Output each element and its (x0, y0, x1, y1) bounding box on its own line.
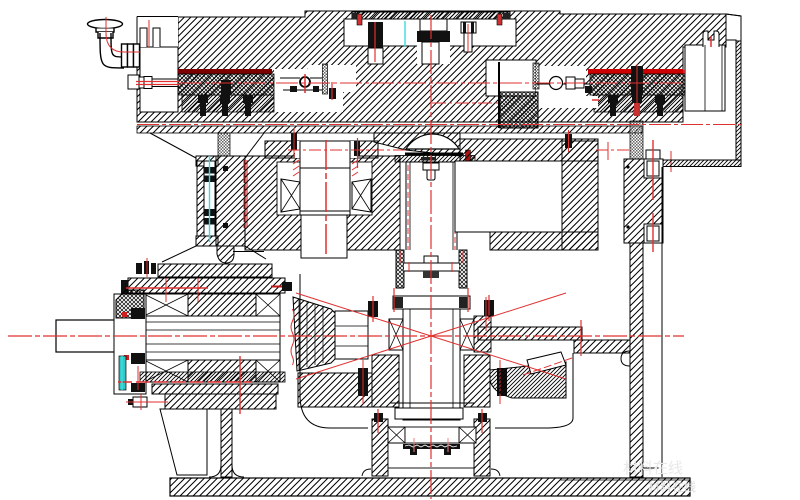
svg-text:材料在线: 材料在线 (648, 480, 696, 494)
svg-text:材料在线: 材料在线 (623, 460, 683, 477)
